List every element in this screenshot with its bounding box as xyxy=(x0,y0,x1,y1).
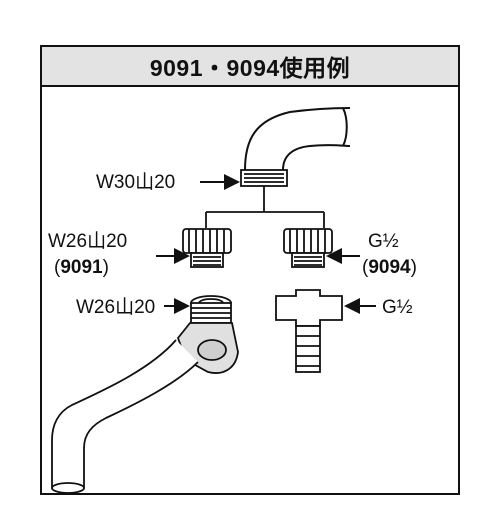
label-w30: W30山20 xyxy=(96,172,176,193)
model-9094: 9094 xyxy=(368,257,411,278)
label-w26-bottom: W26山20 xyxy=(76,297,156,318)
diagram-frame: 9091・9094使用例 xyxy=(40,45,460,495)
adapter-9094 xyxy=(283,228,333,268)
label-g-half-bottom: G½ xyxy=(382,297,413,318)
label-model-9091: (9091) xyxy=(54,257,109,278)
label-w26-top: W26山20 xyxy=(48,231,128,252)
faucet-9091 xyxy=(51,295,239,494)
adapter-9091 xyxy=(182,228,232,268)
branch-lines xyxy=(205,186,325,228)
label-g-half-top: G½ xyxy=(368,231,399,252)
label-model-9094: (9094) xyxy=(362,257,417,278)
diagram-title: 9091・9094使用例 xyxy=(149,55,351,81)
model-9091: 9091 xyxy=(60,257,103,278)
hose-nipple-9094 xyxy=(275,289,343,373)
w30-thread xyxy=(240,169,288,187)
title-bar: 9091・9094使用例 xyxy=(42,47,458,87)
hose-outlet xyxy=(244,107,351,171)
